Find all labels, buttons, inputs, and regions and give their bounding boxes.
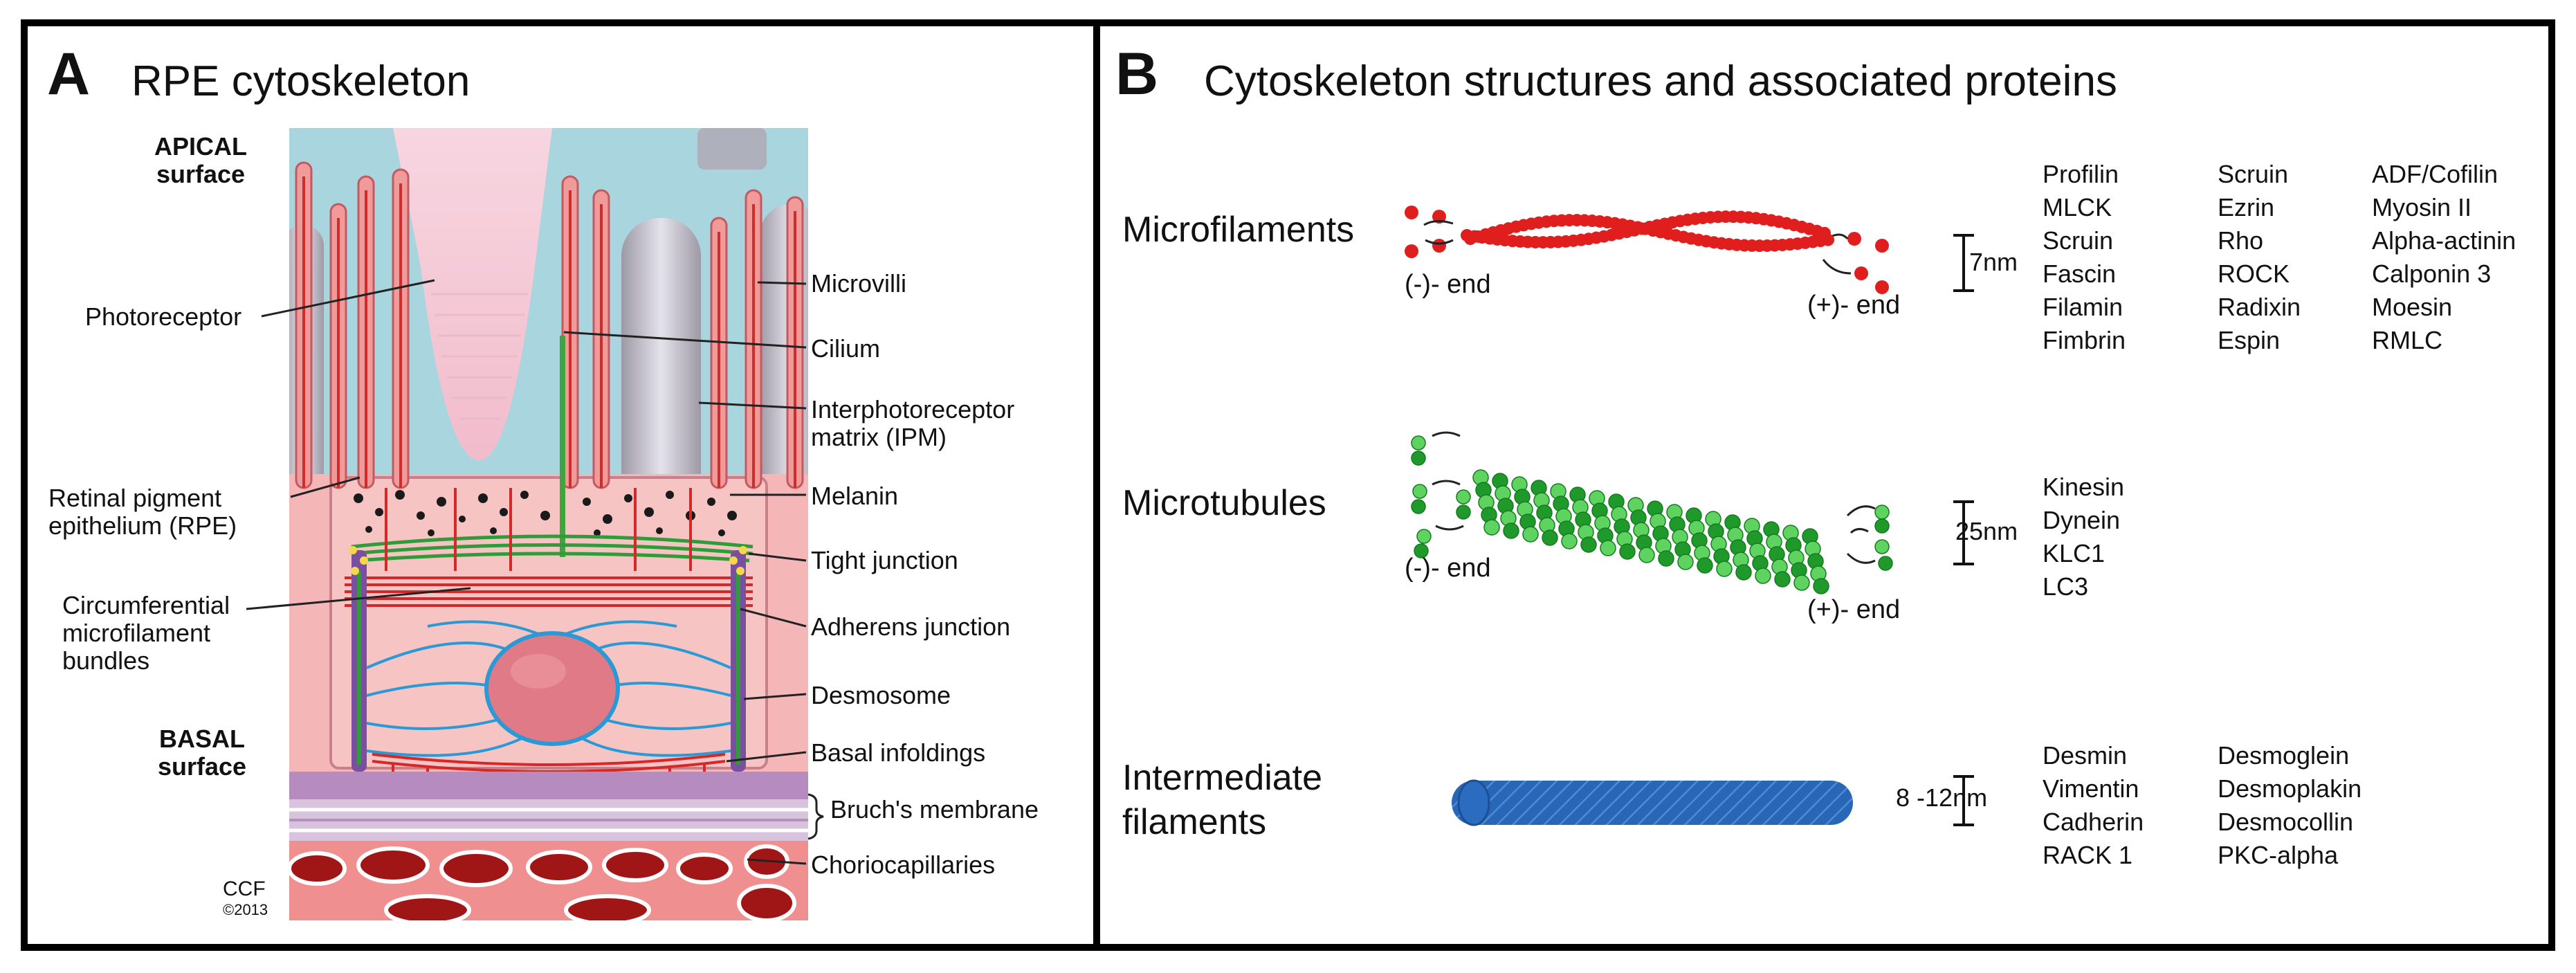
microfilament-minus-end: (-)- end (1405, 270, 1491, 299)
protein-name: Fascin (2043, 260, 2117, 288)
protein-name: ROCK (2218, 260, 2290, 288)
protein-name: Radixin (2218, 293, 2301, 321)
panel-b-letter: B (1115, 41, 1159, 107)
protein-name: Desmocollin (2218, 808, 2354, 836)
protein-name: Filamin (2043, 293, 2123, 321)
rod-outer-segment (697, 128, 767, 170)
protein-name: Espin (2218, 326, 2281, 354)
protein-name: Scruin (2218, 160, 2289, 188)
protein-name: Alpha-actinin (2372, 226, 2516, 255)
microtubule-scale-label: 25nm (1955, 517, 2018, 545)
protein-name: Desmoglein (2218, 741, 2350, 770)
protein-name: RMLC (2372, 326, 2443, 354)
protein-name: Ezrin (2218, 193, 2275, 221)
intermediate-scale-label: 8 -12nm (1896, 783, 1988, 812)
intermediate-proteins-col1: Desmin Vimentin Cadherin RACK 1 (2043, 739, 2144, 872)
intermediate-filament-drawing (1452, 779, 1853, 826)
protein-name: Profilin (2043, 160, 2119, 188)
protein-name: PKC-alpha (2218, 841, 2339, 869)
bruchs-membrane-label: Bruch's membrane (830, 795, 1039, 824)
tight-junction-label: Tight junction (811, 546, 958, 574)
microtubule-proteins: Kinesin Dynein KLC1 LC3 (2043, 471, 2124, 603)
microtubule-minus-end: (-)- end (1405, 554, 1491, 583)
microfilament-scale-bar (1953, 234, 1974, 292)
panel-a-letter: A (47, 41, 91, 107)
basal-infoldings (289, 772, 808, 799)
rpe-cell-illustration (289, 128, 808, 920)
protein-name: LC3 (2043, 572, 2089, 601)
tight-junction-dots (349, 546, 747, 575)
bruchs-membrane (289, 799, 808, 841)
microfilaments-label: Microfilaments (1122, 210, 1355, 250)
protein-name: Calponin 3 (2372, 260, 2492, 288)
protein-name: MLCK (2043, 193, 2112, 221)
protein-name: Cadherin (2043, 808, 2144, 836)
protein-name: Fimbrin (2043, 326, 2126, 354)
microtubule-scale-bar (1953, 500, 1974, 565)
protein-name: Myosin II (2372, 193, 2472, 221)
protein-name: Vimentin (2043, 774, 2139, 803)
protein-name: Rho (2218, 226, 2264, 255)
cilium-label: Cilium (811, 334, 881, 363)
microvilli-label: Microvilli (811, 269, 906, 298)
microtubule-plus-end: (+)- end (1807, 595, 1901, 624)
rpe-cell-outline (329, 476, 768, 770)
basal-infoldings-label: Basal infoldings (811, 738, 986, 767)
intermediate-proteins-col2: Desmoglein Desmoplakin Desmocollin PKC-a… (2218, 739, 2362, 872)
microtubule-drawing (1411, 431, 1893, 594)
free-tubulin-dimers (1411, 435, 1893, 571)
microfilament-plus-end: (+)- end (1807, 291, 1901, 320)
circumferential-label: Circumferential microfilament bundles (62, 591, 230, 675)
photoreceptor-label: Photoreceptor (85, 302, 242, 331)
figure-frame (21, 19, 2555, 951)
protein-name: Dynein (2043, 506, 2121, 534)
protein-name: RACK 1 (2043, 841, 2133, 869)
panel-b-title: Cytoskeleton structures and associated p… (1204, 57, 2117, 105)
microfilament-proteins-col3: ADF/Cofilin Myosin II Alpha-actinin Calp… (2372, 158, 2516, 357)
melanin-granules (354, 490, 737, 536)
microfilament-drawing (1405, 206, 1889, 294)
protein-name: Desmoplakin (2218, 774, 2362, 803)
actin-monomers (1461, 210, 1834, 253)
protein-name: Moesin (2372, 293, 2453, 321)
microfilament-scale-label: 7nm (1969, 248, 2018, 276)
microtubules-label: Microtubules (1122, 483, 1326, 523)
intermediate-scale-bar (1953, 775, 1974, 826)
melanin-label: Melanin (811, 482, 899, 510)
rod-outer-segment (621, 218, 701, 516)
choriocapillaries-label: Choriocapillaries (811, 851, 996, 879)
credit-year: ©2013 (223, 901, 268, 918)
panel-divider (1093, 19, 1100, 951)
protein-name: Desmin (2043, 741, 2128, 770)
protein-name: Scruin (2043, 226, 2114, 255)
microfilament-proteins-col1: Profilin MLCK Scruin Fascin Filamin Fimb… (2043, 158, 2126, 357)
credit-label: CCF (223, 877, 266, 900)
panel-a-title: RPE cytoskeleton (131, 57, 471, 105)
protein-name: ADF/Cofilin (2372, 160, 2499, 188)
tubulin-dimers (1472, 469, 1829, 594)
protein-name: KLC1 (2043, 539, 2105, 567)
microfilament-proteins-col2: Scruin Ezrin Rho ROCK Radixin Espin (2218, 158, 2301, 357)
adherens-junction-label: Adherens junction (811, 612, 1011, 641)
choriocapillary-vessels (289, 844, 796, 920)
desmosome-label: Desmosome (811, 681, 951, 709)
protein-name: Kinesin (2043, 473, 2125, 501)
